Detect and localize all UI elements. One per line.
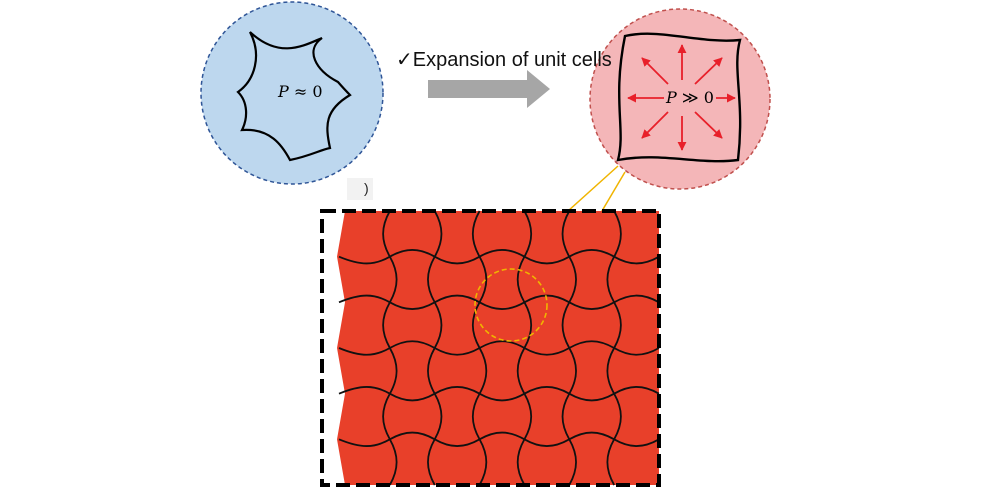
highlight-circle: [474, 268, 548, 342]
lattice-column-line: [427, 210, 443, 486]
lattice-column-line: [606, 210, 622, 486]
unit-cell-lattice: [337, 210, 660, 486]
process-caption: ✓Expansion of unit cells: [396, 47, 612, 72]
lattice-row-line: [338, 294, 660, 310]
expanded-label: P ≫ 0: [664, 88, 716, 107]
compressed-state-circle: [200, 1, 384, 185]
compressed-unit-cell-shape: [236, 31, 352, 162]
lattice-row-line: [338, 249, 660, 265]
lattice-row-line: [338, 340, 660, 356]
right-arrow-icon: [428, 70, 550, 108]
lattice-column-line: [561, 210, 577, 486]
lattice-row-line: [338, 386, 660, 402]
expanded-unit-cell-shape: [616, 32, 742, 163]
caption-text: Expansion of unit cells: [412, 49, 612, 71]
compressed-label: P ≈ 0: [278, 82, 323, 101]
lattice-column-line: [382, 210, 398, 486]
lattice-frame: [320, 209, 661, 487]
check-icon: ✓: [396, 49, 413, 71]
lattice-row-line: [338, 431, 660, 447]
panel-label-box: [347, 178, 373, 200]
lattice-column-line: [471, 210, 488, 486]
panel-label: ): [364, 180, 369, 196]
lattice-column-line: [516, 210, 533, 486]
lattice-fill: [337, 211, 659, 485]
